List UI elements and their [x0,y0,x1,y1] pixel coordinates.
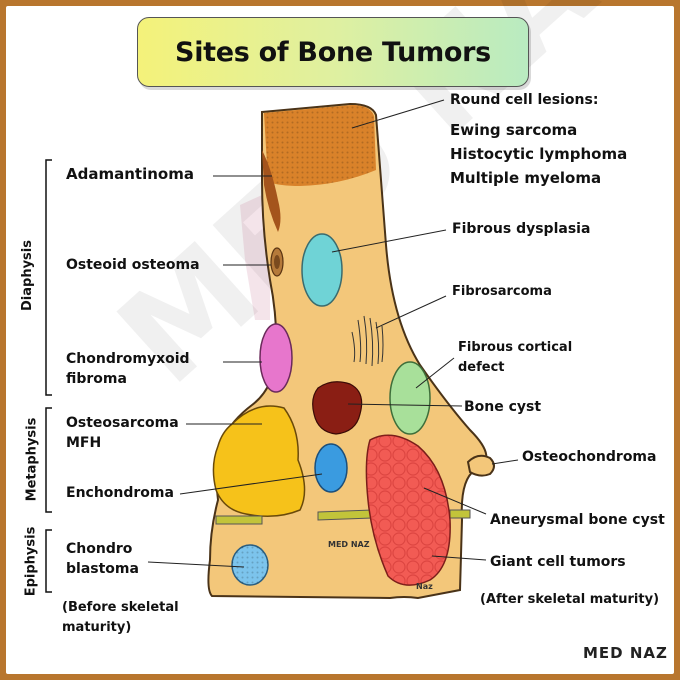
label-osteosarcoma-1: Osteosarcoma [66,415,179,431]
leader-round-cell [351,99,445,129]
label-fibrous-cortical-2: defect [458,360,505,375]
leader-fibrous-dysplasia [331,229,447,253]
label-ewing: Ewing sarcoma [450,121,578,139]
label-histocytic: Histocytic lymphoma [450,145,628,163]
round-cell-texture [264,105,376,186]
label-after: (After skeletal maturity) [480,592,660,607]
osteoid-osteoma-nidus [274,255,280,269]
page-title: Sites of Bone Tumors [175,36,491,68]
label-round-cell: Round cell lesions: [450,92,599,108]
leader-abc [423,487,487,515]
leader-chondroblastoma [147,561,245,568]
fibrous-cortical-defect-lesion [389,361,431,435]
label-osteochondroma: Osteochondroma [522,449,657,465]
fibrosarcoma-mark [351,315,384,367]
leader-fibrosarcoma [375,295,447,329]
label-chondro-1: Chondro [66,541,133,557]
label-chondromyxoid-2: fibroma [66,371,127,387]
label-chondromyxoid-1: Chondromyxoid [66,351,190,367]
label-adamantinoma: Adamantinoma [66,165,194,183]
label-myeloma: Multiple myeloma [450,169,602,187]
title-box: Sites of Bone Tumors [137,17,529,87]
label-before-1: (Before skeletal [62,600,179,615]
epiphysis-label: Epiphysis [23,526,39,597]
osteochondroma-bump [466,454,495,477]
bone-cyst-lesion [312,381,363,435]
enchondroma-lesion [314,443,348,493]
adamantinoma-mark [262,150,281,232]
epiphysis-bracket [45,529,52,593]
fibrous-dysplasia-lesion [301,233,343,307]
brand-logo: MED NAZ [583,644,668,662]
leader-osteochondroma [491,459,519,465]
label-bone-cyst: Bone cyst [464,399,542,415]
osteosarcoma-mass [212,405,306,517]
chondromyxoid-fibroma-lesion [259,323,293,393]
label-chondro-2: blastoma [66,561,139,577]
label-fibrous-cortical-1: Fibrous cortical [458,340,573,355]
leader-bone-cyst [347,403,463,407]
label-osteoid-osteoma: Osteoid osteoma [66,257,200,273]
leader-fibrous-cortical [415,357,455,389]
leader-enchondroma [179,473,323,495]
small-brand-logo: MED NAZ [328,540,370,549]
label-fibrosarcoma: Fibrosarcoma [452,284,552,299]
label-abc: Aneurysmal bone cyst [490,512,665,528]
metaphysis-label: Metaphysis [24,417,40,502]
faded-bone-sketch [240,195,270,320]
metaphysis-bracket [45,407,52,513]
label-enchondroma: Enchondroma [66,485,174,501]
chondroblastoma-texture [232,545,268,585]
leader-lines [147,99,519,568]
leader-gct [431,555,487,561]
label-fibrous-dysplasia: Fibrous dysplasia [452,221,591,237]
label-osteosarcoma-2: MFH [66,435,102,451]
diaphysis-label: Diaphysis [20,240,35,311]
abc-texture [366,435,451,586]
diaphysis-bracket [45,159,52,396]
corner-brand-logo: Naz [416,582,433,591]
label-before-2: maturity) [62,620,132,635]
label-gct: Giant cell tumors [490,554,626,570]
